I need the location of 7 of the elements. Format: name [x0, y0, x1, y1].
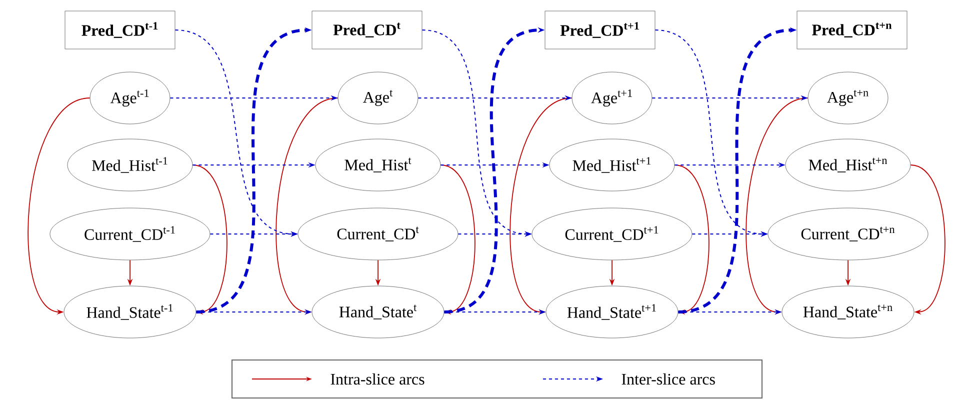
prediction-box: Pred_CD$^{t+n}$ [796, 10, 908, 50]
arrow [910, 164, 946, 315]
legend-text: Inter-slice arcs [622, 373, 715, 385]
prediction-box: Pred_CD$^{t+1}$ [544, 10, 656, 50]
legend-text: Intra-slice arcs [330, 373, 424, 385]
prediction-box: Pred_CD$^{t-1}$ [64, 10, 176, 50]
prediction-box: Pred_CD$^{t}$ [312, 10, 422, 50]
